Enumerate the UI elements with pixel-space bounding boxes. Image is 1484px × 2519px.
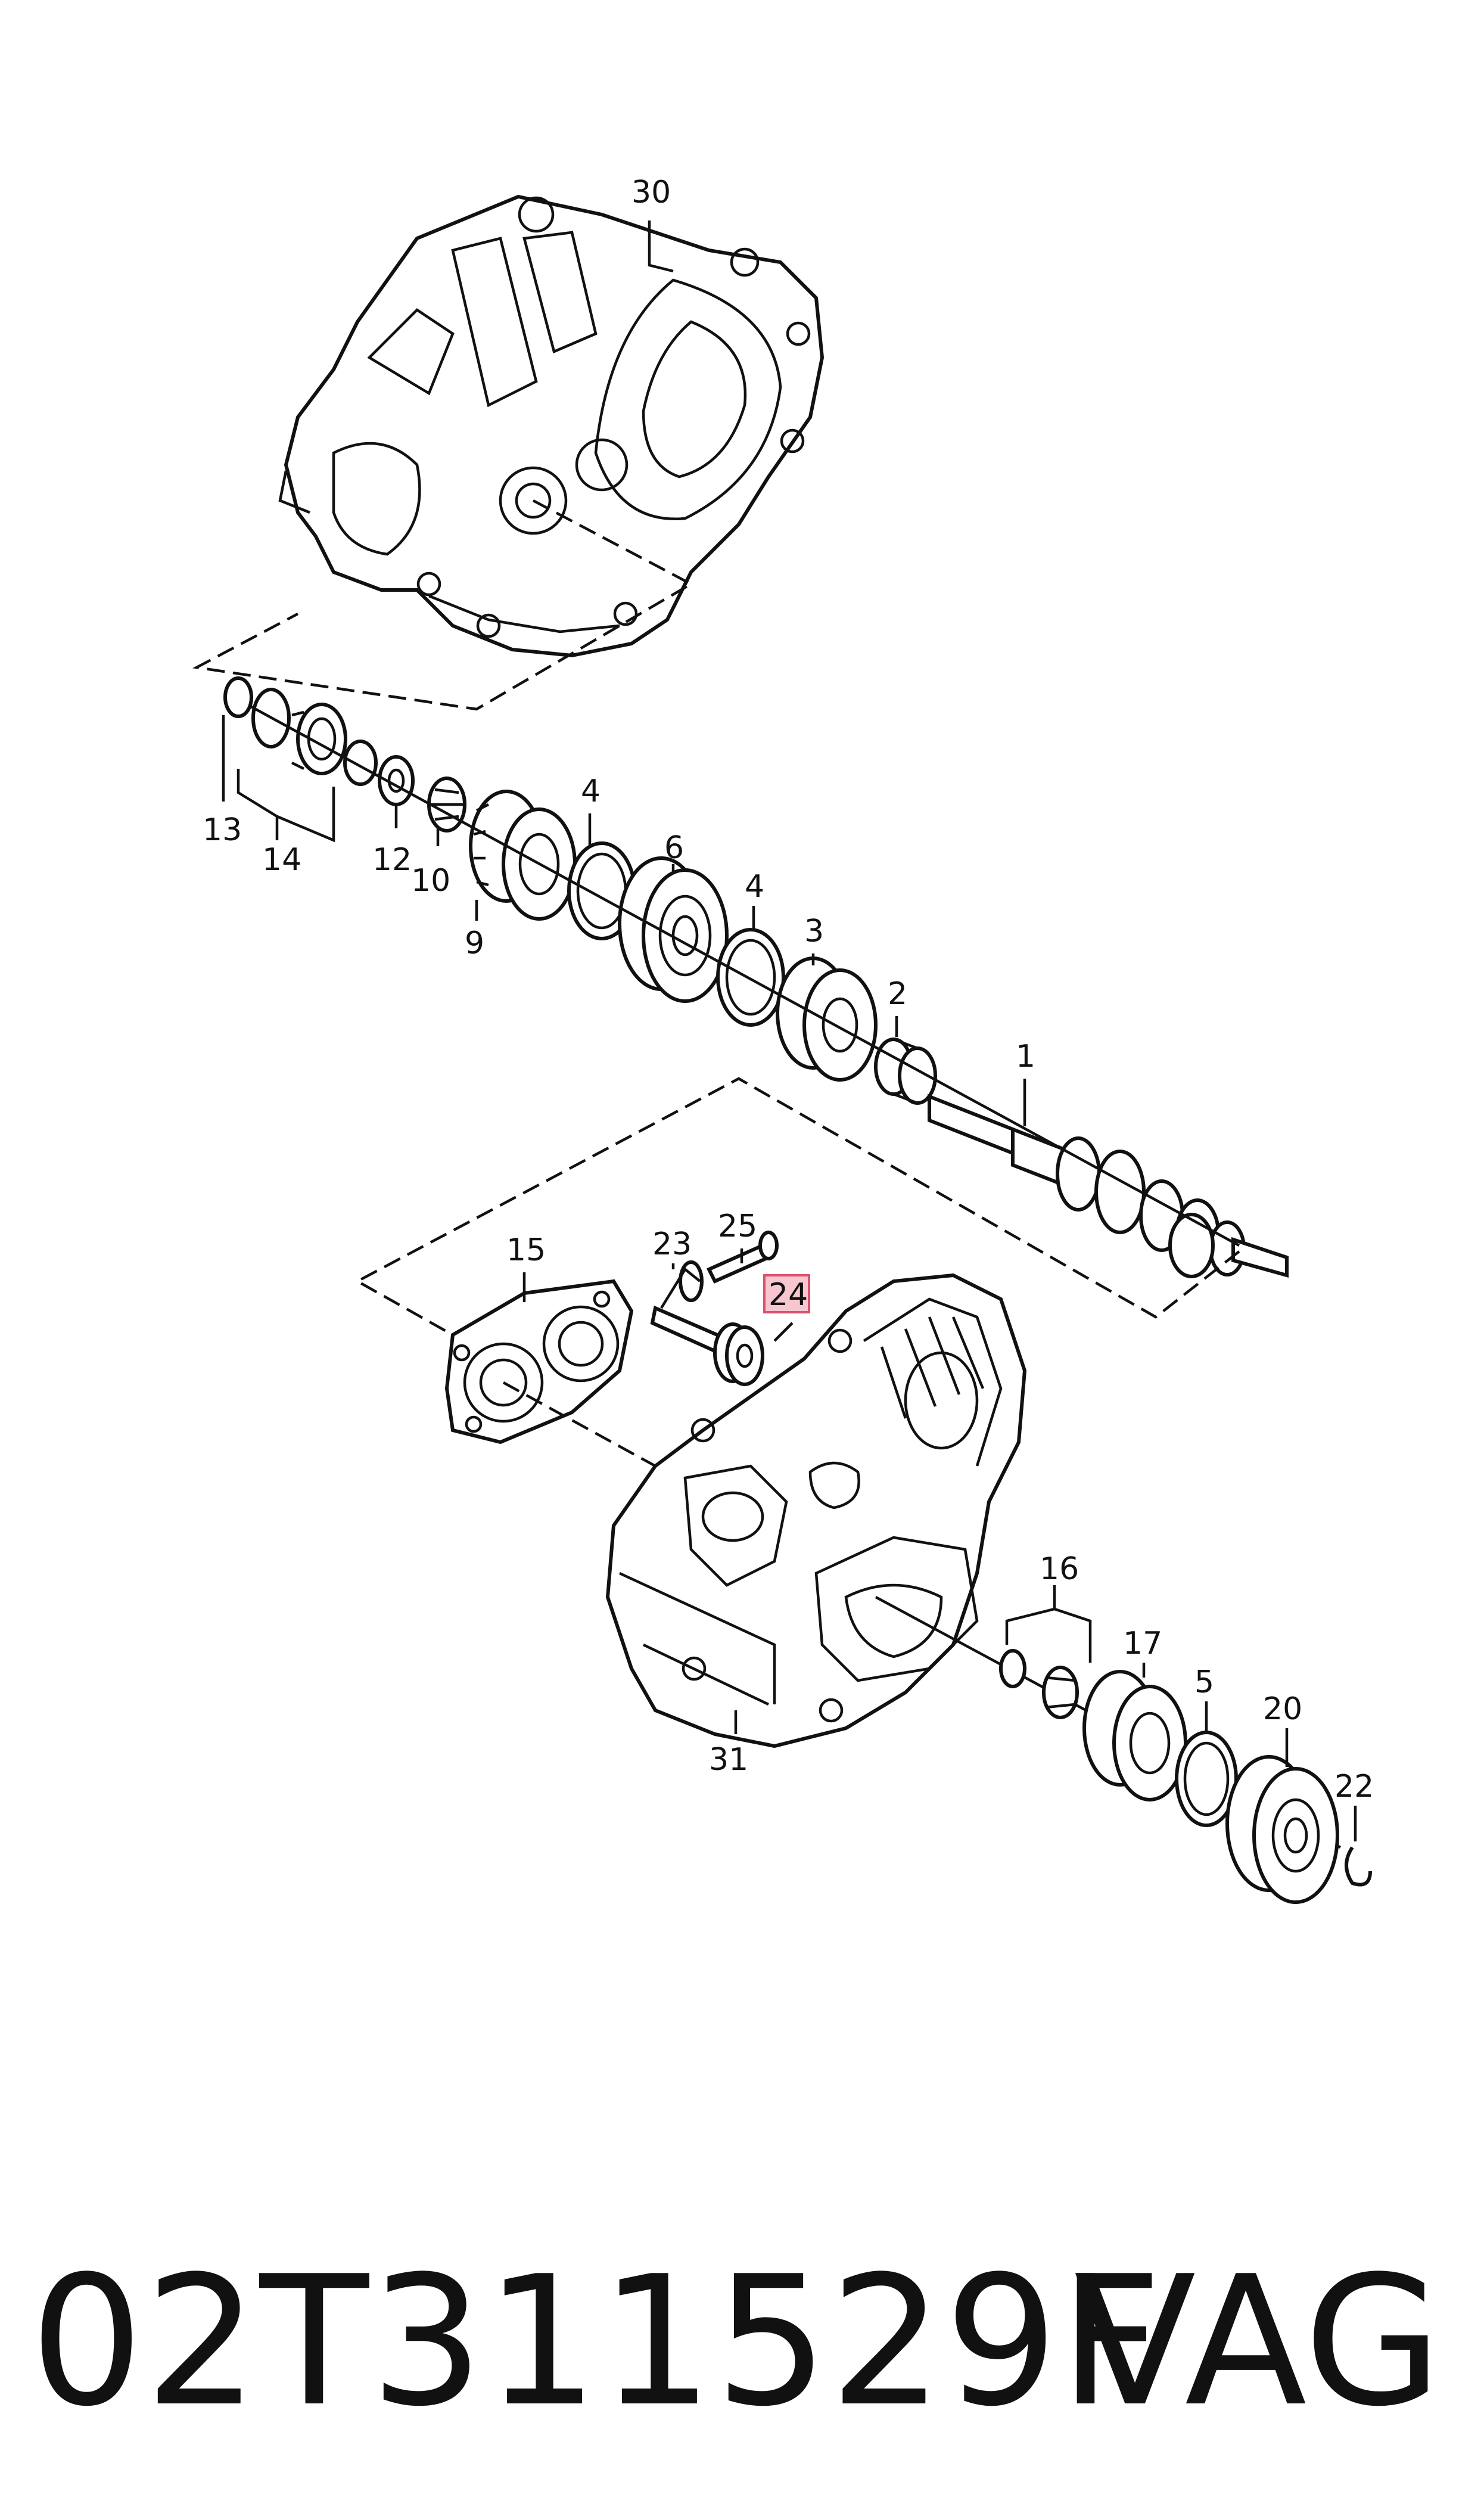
needle-bearing-2 xyxy=(874,1038,937,1105)
callout-25: 25 xyxy=(718,1209,757,1244)
assembly-line-upper xyxy=(192,499,694,711)
callout-12: 12 xyxy=(372,842,412,878)
circlip-13 xyxy=(223,676,253,718)
callout-23: 23 xyxy=(652,1226,692,1262)
synchro-hub-20 xyxy=(1225,1755,1339,1904)
clutch-housing xyxy=(278,194,825,658)
gear-17 xyxy=(1082,1670,1187,1801)
callout-13: 13 xyxy=(203,812,242,848)
bracket-14 xyxy=(237,769,335,843)
assembly-line-cover xyxy=(502,1381,657,1467)
bearing-16 xyxy=(999,1649,1079,1719)
callout-3: 3 xyxy=(804,914,824,949)
callout-9: 9 xyxy=(465,925,484,961)
callout-4a: 4 xyxy=(581,774,601,809)
bracket-16 xyxy=(1005,1585,1092,1663)
callout-6: 6 xyxy=(664,830,684,866)
callout-16: 16 xyxy=(1040,1551,1079,1587)
input-shaft-1 xyxy=(928,1094,1289,1278)
callout-22: 22 xyxy=(1334,1769,1374,1804)
callout-2: 2 xyxy=(888,976,907,1012)
callout-15: 15 xyxy=(506,1232,546,1268)
callout-31: 31 xyxy=(709,1742,748,1778)
callout-17: 17 xyxy=(1123,1626,1162,1661)
part-number: 02T311529F xyxy=(30,2238,1163,2446)
needle-bearing-10 xyxy=(427,776,466,833)
callout-30: 30 xyxy=(631,175,671,210)
synchro-ring-4b xyxy=(716,928,785,1027)
callout-14: 14 xyxy=(262,842,301,878)
bush-12 xyxy=(343,740,415,806)
synchro-ring-5 xyxy=(1175,1731,1238,1827)
callout-5: 5 xyxy=(1194,1664,1214,1700)
callout-4b: 4 xyxy=(745,869,764,905)
gear-24 xyxy=(713,1322,764,1386)
callout-10: 10 xyxy=(411,863,450,899)
axis-line-upper xyxy=(249,705,1240,1247)
cover-plate-15 xyxy=(444,1279,634,1445)
gear-3 xyxy=(776,956,878,1082)
gearbox-housing-31 xyxy=(605,1273,1027,1748)
circlip-22 xyxy=(1345,1846,1372,1887)
callout-24: 24 xyxy=(769,1277,808,1313)
callout-1: 1 xyxy=(1016,1039,1035,1074)
synchro-hub-6 xyxy=(618,856,729,1003)
callout-24-highlight xyxy=(763,1274,810,1313)
brand-name: VAG xyxy=(1074,2238,1442,2446)
footer-caption: 02T311529F VAG xyxy=(0,2217,1484,2467)
leader-30 xyxy=(648,220,674,273)
bolt-25 xyxy=(706,1231,779,1284)
callout-20: 20 xyxy=(1263,1691,1302,1727)
assembly-line-middle xyxy=(354,1077,1240,1336)
